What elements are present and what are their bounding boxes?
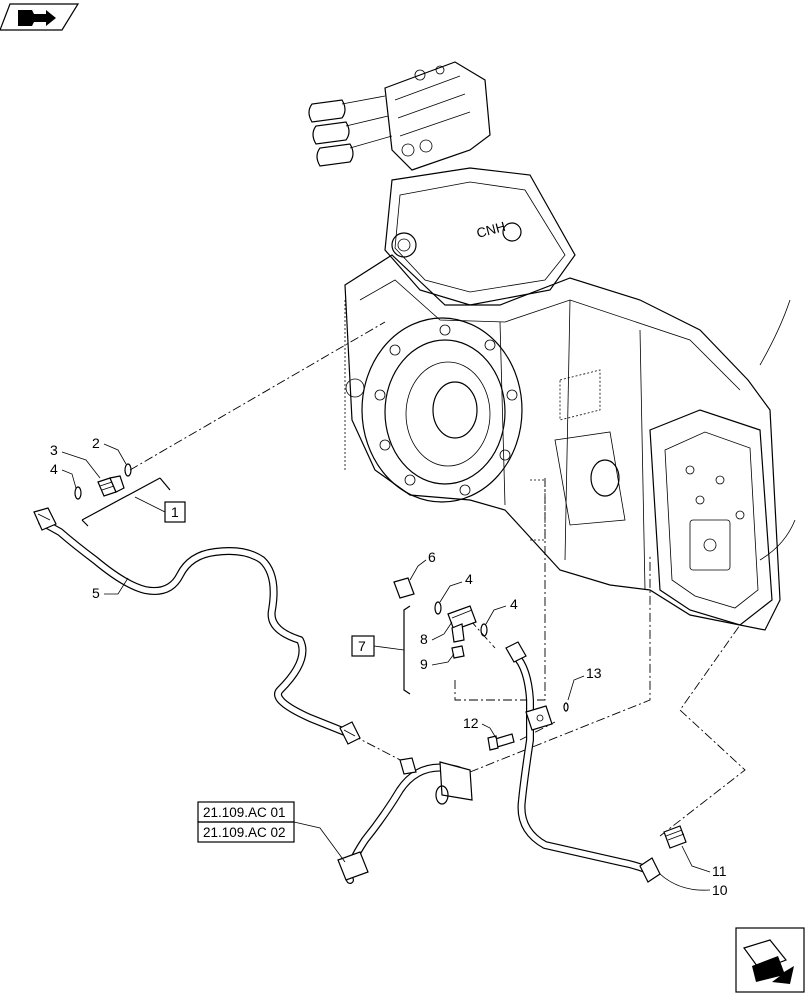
pipe-clip (525, 705, 553, 731)
callout-9[interactable]: 9 (420, 653, 455, 672)
pipe-10-nut-top (505, 641, 527, 663)
svg-text:9: 9 (420, 656, 428, 672)
callout-label-7: 7 (358, 638, 366, 654)
o-ring-4-mid (434, 601, 442, 615)
elbow-fitting (337, 757, 473, 884)
callout-13[interactable]: 13 (567, 665, 602, 701)
adapter-3 (97, 475, 125, 497)
callout-4-left[interactable]: 4 (50, 461, 77, 489)
callout-box-7[interactable]: 7 (351, 635, 375, 657)
seal-9 (451, 645, 465, 659)
callout-4-mid[interactable]: 4 (439, 571, 473, 603)
callout-8[interactable]: 8 (420, 621, 453, 647)
svg-text:5: 5 (92, 585, 100, 601)
svg-text:4: 4 (510, 596, 518, 612)
svg-text:10: 10 (712, 882, 728, 898)
reference-label-1: 21.109.AC 01 (203, 805, 286, 820)
svg-text:6: 6 (428, 549, 436, 565)
reference-label-2: 21.109.AC 02 (203, 825, 286, 840)
cap-6 (393, 577, 415, 599)
o-ring-4-left (74, 486, 82, 500)
pipe-10 (505, 641, 661, 883)
svg-text:13: 13 (586, 665, 602, 681)
svg-text:12: 12 (463, 715, 479, 731)
leader-lines (129, 321, 746, 837)
svg-text:3: 3 (50, 442, 58, 458)
front-flange (345, 317, 523, 503)
callout-3[interactable]: 3 (50, 442, 101, 479)
pipe-5-nut-right (339, 721, 361, 745)
bracket-group-7 (403, 605, 411, 695)
callout-box-1[interactable]: 1 (164, 501, 186, 523)
callout-2[interactable]: 2 (92, 435, 127, 465)
transmission-housing: CNH (308, 61, 796, 631)
svg-text:11: 11 (712, 863, 727, 879)
pipe-10-nut-bottom (639, 857, 661, 883)
bolt-12 (487, 733, 515, 751)
svg-text:4: 4 (465, 571, 473, 587)
tee-fitting-8 (447, 605, 477, 643)
callout-10[interactable]: 10 (659, 873, 728, 898)
callout-6[interactable]: 6 (409, 549, 436, 581)
pipe-5 (33, 507, 361, 745)
o-ring-2 (124, 463, 132, 477)
callout-5[interactable]: 5 (92, 577, 129, 601)
svg-text:2: 2 (92, 435, 100, 451)
housing-brand-text: CNH (475, 219, 507, 241)
bracket-group-1 (81, 477, 161, 521)
callout-12[interactable]: 12 (463, 715, 497, 739)
adapter-11 (663, 825, 687, 849)
reference-box[interactable]: 21.109.AC 01 21.109.AC 02 (197, 801, 346, 863)
next-page-arrow-icon[interactable] (735, 927, 805, 993)
control-valve-block (308, 61, 491, 171)
svg-text:4: 4 (50, 461, 58, 477)
o-ring-4-right (480, 623, 488, 637)
callout-label-1: 1 (171, 504, 179, 520)
previous-page-arrow-icon[interactable] (0, 3, 80, 31)
svg-text:8: 8 (420, 631, 428, 647)
callout-4-right[interactable]: 4 (485, 596, 518, 625)
pipe-5-nut-left (33, 507, 57, 531)
washer-13 (563, 702, 569, 712)
callout-11[interactable]: 11 (681, 845, 727, 879)
